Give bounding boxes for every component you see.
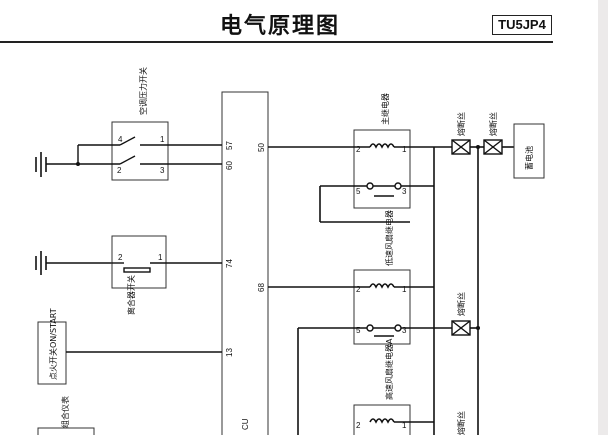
fuse-3-symbol — [451, 320, 471, 336]
battery-box — [513, 123, 545, 179]
combination-meter-box — [37, 427, 95, 435]
svg-text:5: 5 — [356, 187, 361, 196]
svg-text:68: 68 — [257, 283, 266, 292]
main-relay-box — [353, 129, 411, 209]
svg-text:3: 3 — [160, 166, 165, 175]
low-speed-fan-relay-label: 低速风扇继电器 — [384, 210, 394, 266]
clutch-switch-box — [111, 235, 167, 289]
fuse-1-symbol — [451, 139, 471, 155]
svg-text:50: 50 — [257, 143, 266, 152]
svg-text:1: 1 — [160, 135, 165, 144]
ecu-block — [221, 91, 269, 435]
main-relay-coil — [369, 143, 395, 149]
svg-text:2: 2 — [356, 421, 361, 430]
low-speed-fan-relay-box — [353, 269, 411, 345]
clutch-switch-label: 离合器开关 — [126, 275, 136, 315]
page-edge-strip — [598, 0, 608, 435]
high-speed-fan-relay-a-box — [353, 404, 411, 435]
svg-text:3: 3 — [402, 326, 407, 335]
ecu-label: CU — [241, 418, 250, 430]
svg-text:1: 1 — [402, 145, 407, 154]
ignition-switch-box — [37, 321, 67, 385]
svg-text:2: 2 — [356, 285, 361, 294]
low-speed-relay-coil — [369, 283, 395, 289]
page-title: 电气原理图 — [219, 14, 340, 39]
fuse-3-label: 熔断丝 — [456, 292, 466, 316]
fuse-1-label: 熔断丝 — [456, 112, 466, 136]
ground-symbol-2 — [35, 251, 112, 275]
battery-label: 蓄电池 — [524, 146, 534, 170]
fuse-2-symbol — [483, 139, 503, 155]
svg-text:5: 5 — [356, 326, 361, 335]
ignition-switch-label: 点火开关ON/START — [48, 308, 58, 380]
svg-text:60: 60 — [225, 161, 234, 170]
svg-text:1: 1 — [158, 253, 163, 262]
fuse-4-label: 熔断丝 — [456, 411, 466, 435]
high-speed-relay-coil — [369, 418, 395, 424]
high-speed-fan-relay-a-label: 高速风扇继电器A — [384, 338, 394, 400]
svg-text:74: 74 — [225, 259, 234, 268]
combination-meter-label: 组合仪表 — [60, 396, 70, 428]
svg-text:3: 3 — [402, 187, 407, 196]
svg-text:2: 2 — [118, 253, 123, 262]
svg-text:2: 2 — [356, 145, 361, 154]
fuse-2-label: 熔断丝 — [488, 112, 498, 136]
header-rule — [0, 41, 553, 43]
document-code: TU5JP4 — [492, 15, 552, 35]
ground-symbol-1 — [35, 152, 78, 177]
svg-text:2: 2 — [117, 166, 122, 175]
svg-text:1: 1 — [402, 421, 407, 430]
svg-text:57: 57 — [225, 141, 234, 150]
main-relay-label: 主继电器 — [380, 93, 390, 125]
svg-text:4: 4 — [118, 135, 123, 144]
ac-pressure-switch-label: 空调压力开关 — [138, 67, 148, 115]
svg-text:1: 1 — [402, 285, 407, 294]
ac-pressure-switch-box — [111, 121, 169, 181]
svg-text:13: 13 — [225, 348, 234, 357]
